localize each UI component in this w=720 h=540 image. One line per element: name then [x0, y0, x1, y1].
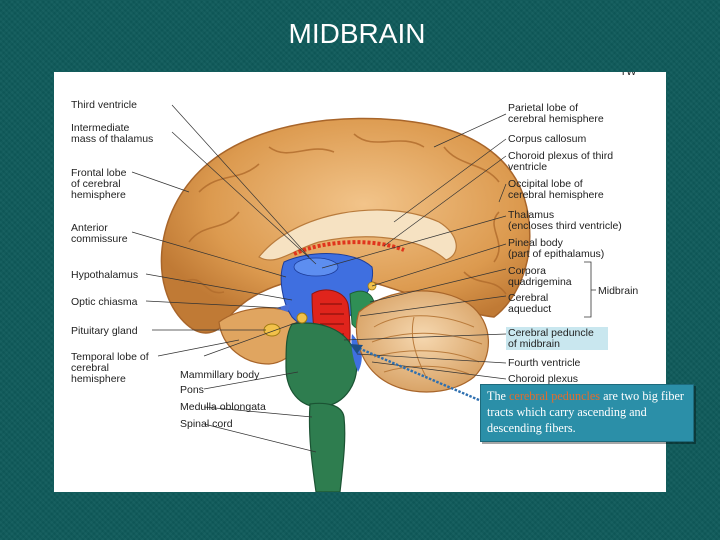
mammillary-body-shape — [297, 313, 307, 323]
label-medulla-oblongata: Medulla oblongata — [180, 401, 266, 413]
slide-title: MIDBRAIN — [0, 18, 714, 50]
label-midbrain-group: Midbrain — [598, 285, 638, 297]
label-spinal-cord: Spinal cord — [180, 418, 233, 430]
labels-bottom: Mammillary body Pons Medulla oblongata S… — [180, 369, 266, 430]
labels-left: Third ventricle Intermediate mass of tha… — [71, 99, 153, 385]
medulla-shape — [309, 403, 344, 492]
label-corpus-callosum: Corpus callosum — [508, 133, 586, 145]
label-optic-chiasma: Optic chiasma — [71, 296, 138, 308]
corner-mark: TW — [620, 72, 636, 78]
label-frontal-lobe-3: hemisphere — [71, 189, 126, 201]
label-cerebral-peduncle-2: of midbrain — [508, 338, 560, 350]
label-fourth-ventricle: Fourth ventricle — [508, 357, 581, 369]
label-choroid-plexus-third-2: ventricle — [508, 161, 547, 173]
label-mammillary-body: Mammillary body — [180, 369, 260, 381]
label-intermediate-mass-2: mass of thalamus — [71, 133, 153, 145]
callout-text-start: The — [487, 389, 509, 403]
cerebral-peduncles-callout: The cerebral peduncles are two big fiber… — [480, 384, 694, 442]
label-pons: Pons — [180, 384, 204, 396]
label-pituitary-gland: Pituitary gland — [71, 325, 138, 337]
label-thalamus-2: (encloses third ventricle) — [508, 220, 622, 232]
label-temporal-lobe-3: hemisphere — [71, 373, 126, 385]
pituitary-gland-shape — [264, 324, 280, 336]
midbrain-bracket — [584, 262, 596, 317]
label-anterior-commissure-2: commissure — [71, 233, 128, 245]
label-parietal-lobe-2: cerebral hemisphere — [508, 113, 604, 125]
callout-highlight-term: cerebral peduncles — [509, 389, 600, 403]
label-occipital-lobe-2: cerebral hemisphere — [508, 189, 604, 201]
thalamus-mass-shape — [294, 258, 338, 276]
label-cerebral-aqueduct-2: aqueduct — [508, 303, 551, 315]
label-hypothalamus: Hypothalamus — [71, 269, 138, 281]
label-pineal-body-2: (part of epithalamus) — [508, 248, 604, 260]
label-corpora-quadrigemina-2: quadrigemina — [508, 276, 572, 288]
label-third-ventricle: Third ventricle — [71, 99, 137, 111]
